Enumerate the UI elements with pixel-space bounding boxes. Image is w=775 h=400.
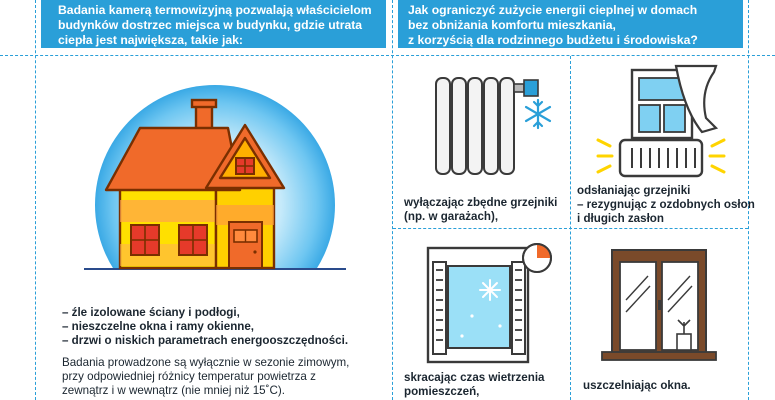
note-line: zewnątrz i w wewnątrz (nie mniej niż 15˚… bbox=[62, 384, 285, 397]
cause-item: – drzwi o niskich parametrach energooszc… bbox=[62, 334, 349, 347]
tip-1-line-1: wyłączając zbędne grzejniki bbox=[404, 196, 558, 209]
note-line: Badania prowadzone są wyłącznie w sezoni… bbox=[62, 356, 350, 369]
right-border bbox=[748, 0, 749, 400]
note-line: przy odpowiedniej różnicy temperatur pow… bbox=[62, 370, 316, 383]
left-header-line-3: ciepła jest największa, takie jak: bbox=[58, 33, 243, 47]
tip-3-line-2: pomieszczeń, bbox=[404, 385, 480, 398]
left-header: Badania kamerą termowizyjną pozwalają wł… bbox=[41, 0, 386, 48]
tip-1-line-2: (np. w garażach), bbox=[404, 210, 499, 223]
right-header: Jak ograniczyć zużycie energii cieplnej … bbox=[398, 0, 743, 48]
tip-2-line-1: odsłaniając grzejniki bbox=[577, 184, 691, 197]
cause-item: – źle izolowane ściany i podłogi, bbox=[62, 306, 240, 319]
left-border bbox=[35, 0, 36, 400]
right-header-line-3: z korzyścią dla rodzinnego budżetu i śro… bbox=[408, 33, 698, 47]
right-header-line-1: Jak ograniczyć zużycie energii cieplnej … bbox=[408, 3, 698, 17]
center-divider bbox=[392, 0, 393, 400]
tip-4-line-1: uszczelniając okna. bbox=[583, 379, 691, 392]
tip-2-line-2: – rezygnując z ozdobnych osłon bbox=[577, 198, 755, 211]
left-header-line-1: Badania kamerą termowizyjną pozwalają wł… bbox=[58, 3, 372, 17]
right-header-line-2: bez obniżania komfortu mieszkania, bbox=[408, 18, 616, 32]
tips-row-divider bbox=[393, 228, 748, 229]
tip-2-line-3: i długich zasłon bbox=[577, 212, 664, 225]
cause-item: – nieszczelne okna i ramy okienne, bbox=[62, 320, 255, 333]
tip-3-line-1: skracając czas wietrzenia bbox=[404, 371, 545, 384]
left-header-line-2: budynków dostrzec miejsca w budynku, gdz… bbox=[58, 18, 363, 32]
top-divider bbox=[0, 55, 775, 56]
